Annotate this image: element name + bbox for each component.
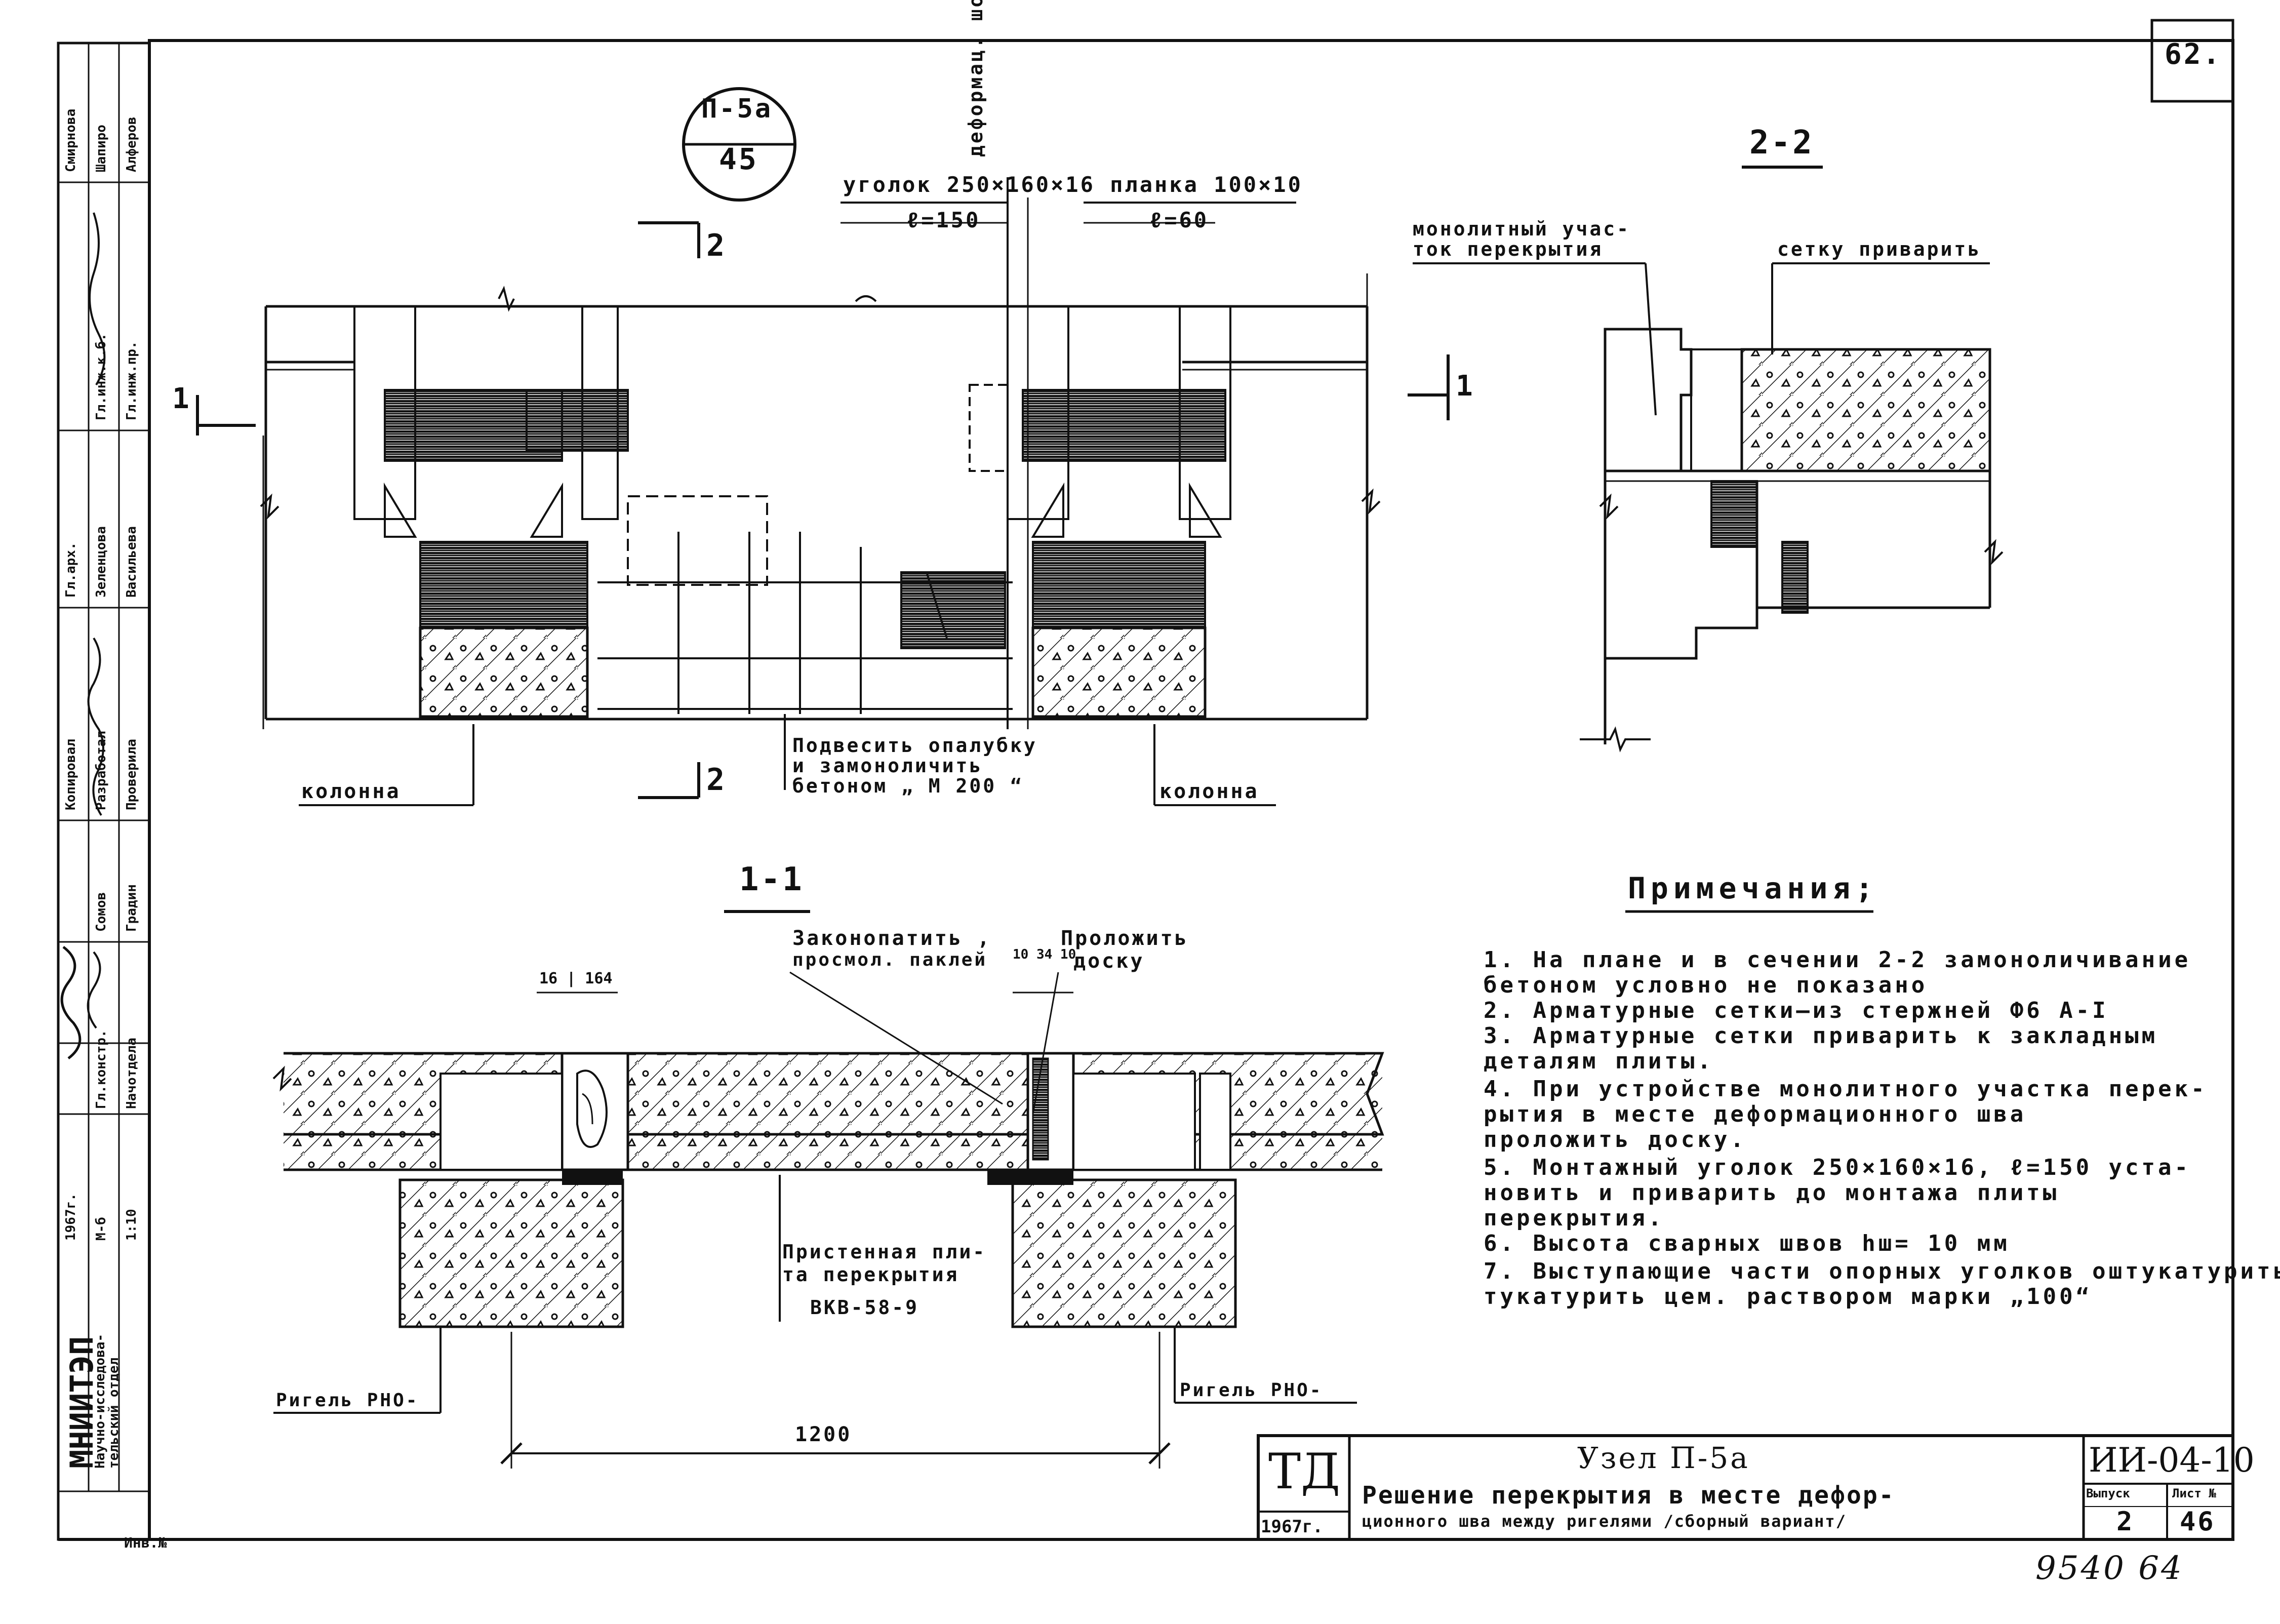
title-year: 1967г. [1261,1517,1323,1537]
pour-note-1: Подвесить опалубку [792,734,1037,757]
node-mark-circle [682,87,796,202]
pour-note-3: бетоном „ М 200 “ [792,775,1024,797]
angle-label: уголок 250×160×16 планка 100×10 [843,172,1303,197]
section-22-title: 2-2 [1749,124,1814,162]
note-line-4: 3. Арматурные сетки приварить к закладны… [1484,1023,2158,1049]
note-line-6: 4. При устройстве монолитного участка пе… [1484,1076,2208,1102]
section-11-title: 1-1 [739,861,804,898]
board-label-1: Проложить [1061,927,1189,950]
note-line-12: 6. Высота сварных швов hш= 10 мм [1484,1231,2010,1256]
beam-left-label: Ригель РНО- [276,1390,419,1411]
title-issue: 2 [2116,1507,2135,1537]
notes-title-underline [1625,910,1873,913]
board-label-2: доску [1073,949,1145,973]
column-left-label: колонна [301,780,401,803]
monolith-label-1: монолитный учас- [1413,218,1631,240]
cut-2-top-label: 2 [706,228,727,263]
title-desc-2: ционного шва между ригелями /сборный вар… [1362,1512,1847,1531]
note-line-10: новить и приварить до монтажа плиты [1484,1180,2060,1206]
page-number: 62. [2165,38,2222,71]
note-line-7: рытия в месте деформационного шва [1484,1101,2027,1127]
wall-panel-1: Пристенная пли- [782,1241,987,1263]
node-mark-bottom: 45 [719,142,758,176]
span-dimension: 1200 [795,1423,852,1446]
beam-right-label: Ригель РНО- [1180,1380,1323,1401]
title-desc-1: Решение перекрытия в месте дефор- [1362,1481,1895,1510]
bottom-scribble: 9540 64 [2035,1550,2184,1587]
title-issue-label: Выпуск [2086,1486,2130,1500]
note-line-11: перекрытия. [1484,1205,1665,1231]
pour-note-2: и замоноличить [792,755,983,777]
monolith-label-2: ток перекрытия [1413,238,1604,260]
angle-length-2: ℓ=60 [1149,208,1209,232]
title-sheet-label: Лист № [2172,1486,2216,1500]
note-line-9: 5. Монтажный уголок 250×160×16, ℓ=150 ус… [1484,1155,2191,1180]
cut-1-left-label: 1 [172,382,191,415]
angle-length-1: ℓ=150 [906,208,981,232]
title-node: Узел П-5а [1577,1441,1750,1475]
caulk-label-1: Законопатить , [792,927,992,950]
dim-16-164: 16 | 164 [539,970,613,987]
mesh-label: сетку приварить [1777,238,1982,260]
stamp-inv: Инв.№ [124,1534,167,1551]
notes-title: Примечания; [1628,871,1878,905]
cut-2-bottom-label: 2 [706,762,727,798]
note-line-3: 2. Арматурные сетки—из стержней Ф6 А-I [1484,998,2109,1023]
title-sheet: 46 [2180,1507,2216,1537]
note-line-5: деталям плиты. [1484,1048,1714,1074]
wall-panel-2: та перекрытия [782,1263,959,1286]
note-line-2: бетоном условно не показано [1484,972,1928,998]
caulk-label-2: просмол. паклей [792,949,988,970]
column-right-label: колонна [1159,780,1259,803]
side-stamp-frame [57,42,151,1541]
note-line-8: проложить доску. [1484,1127,1747,1153]
node-mark-top: П-5а [701,94,773,124]
title-series: ИИ-04-10 [2089,1441,2255,1480]
wall-panel-3: ВКВ-58-9 [810,1296,919,1319]
note-line-1: 1. На плане и в сечении 2-2 замоноличива… [1484,947,2191,973]
cut-1-right-label: 1 [1456,370,1475,403]
dim-small: 10 34 10 [1013,947,1076,962]
title-code: ТД [1268,1443,1341,1500]
note-line-13: 7. Выступающие части опорных уголков ошт… [1484,1258,2280,1284]
note-line-14: тукатурить цем. раствором марки „100“ [1484,1284,2093,1310]
